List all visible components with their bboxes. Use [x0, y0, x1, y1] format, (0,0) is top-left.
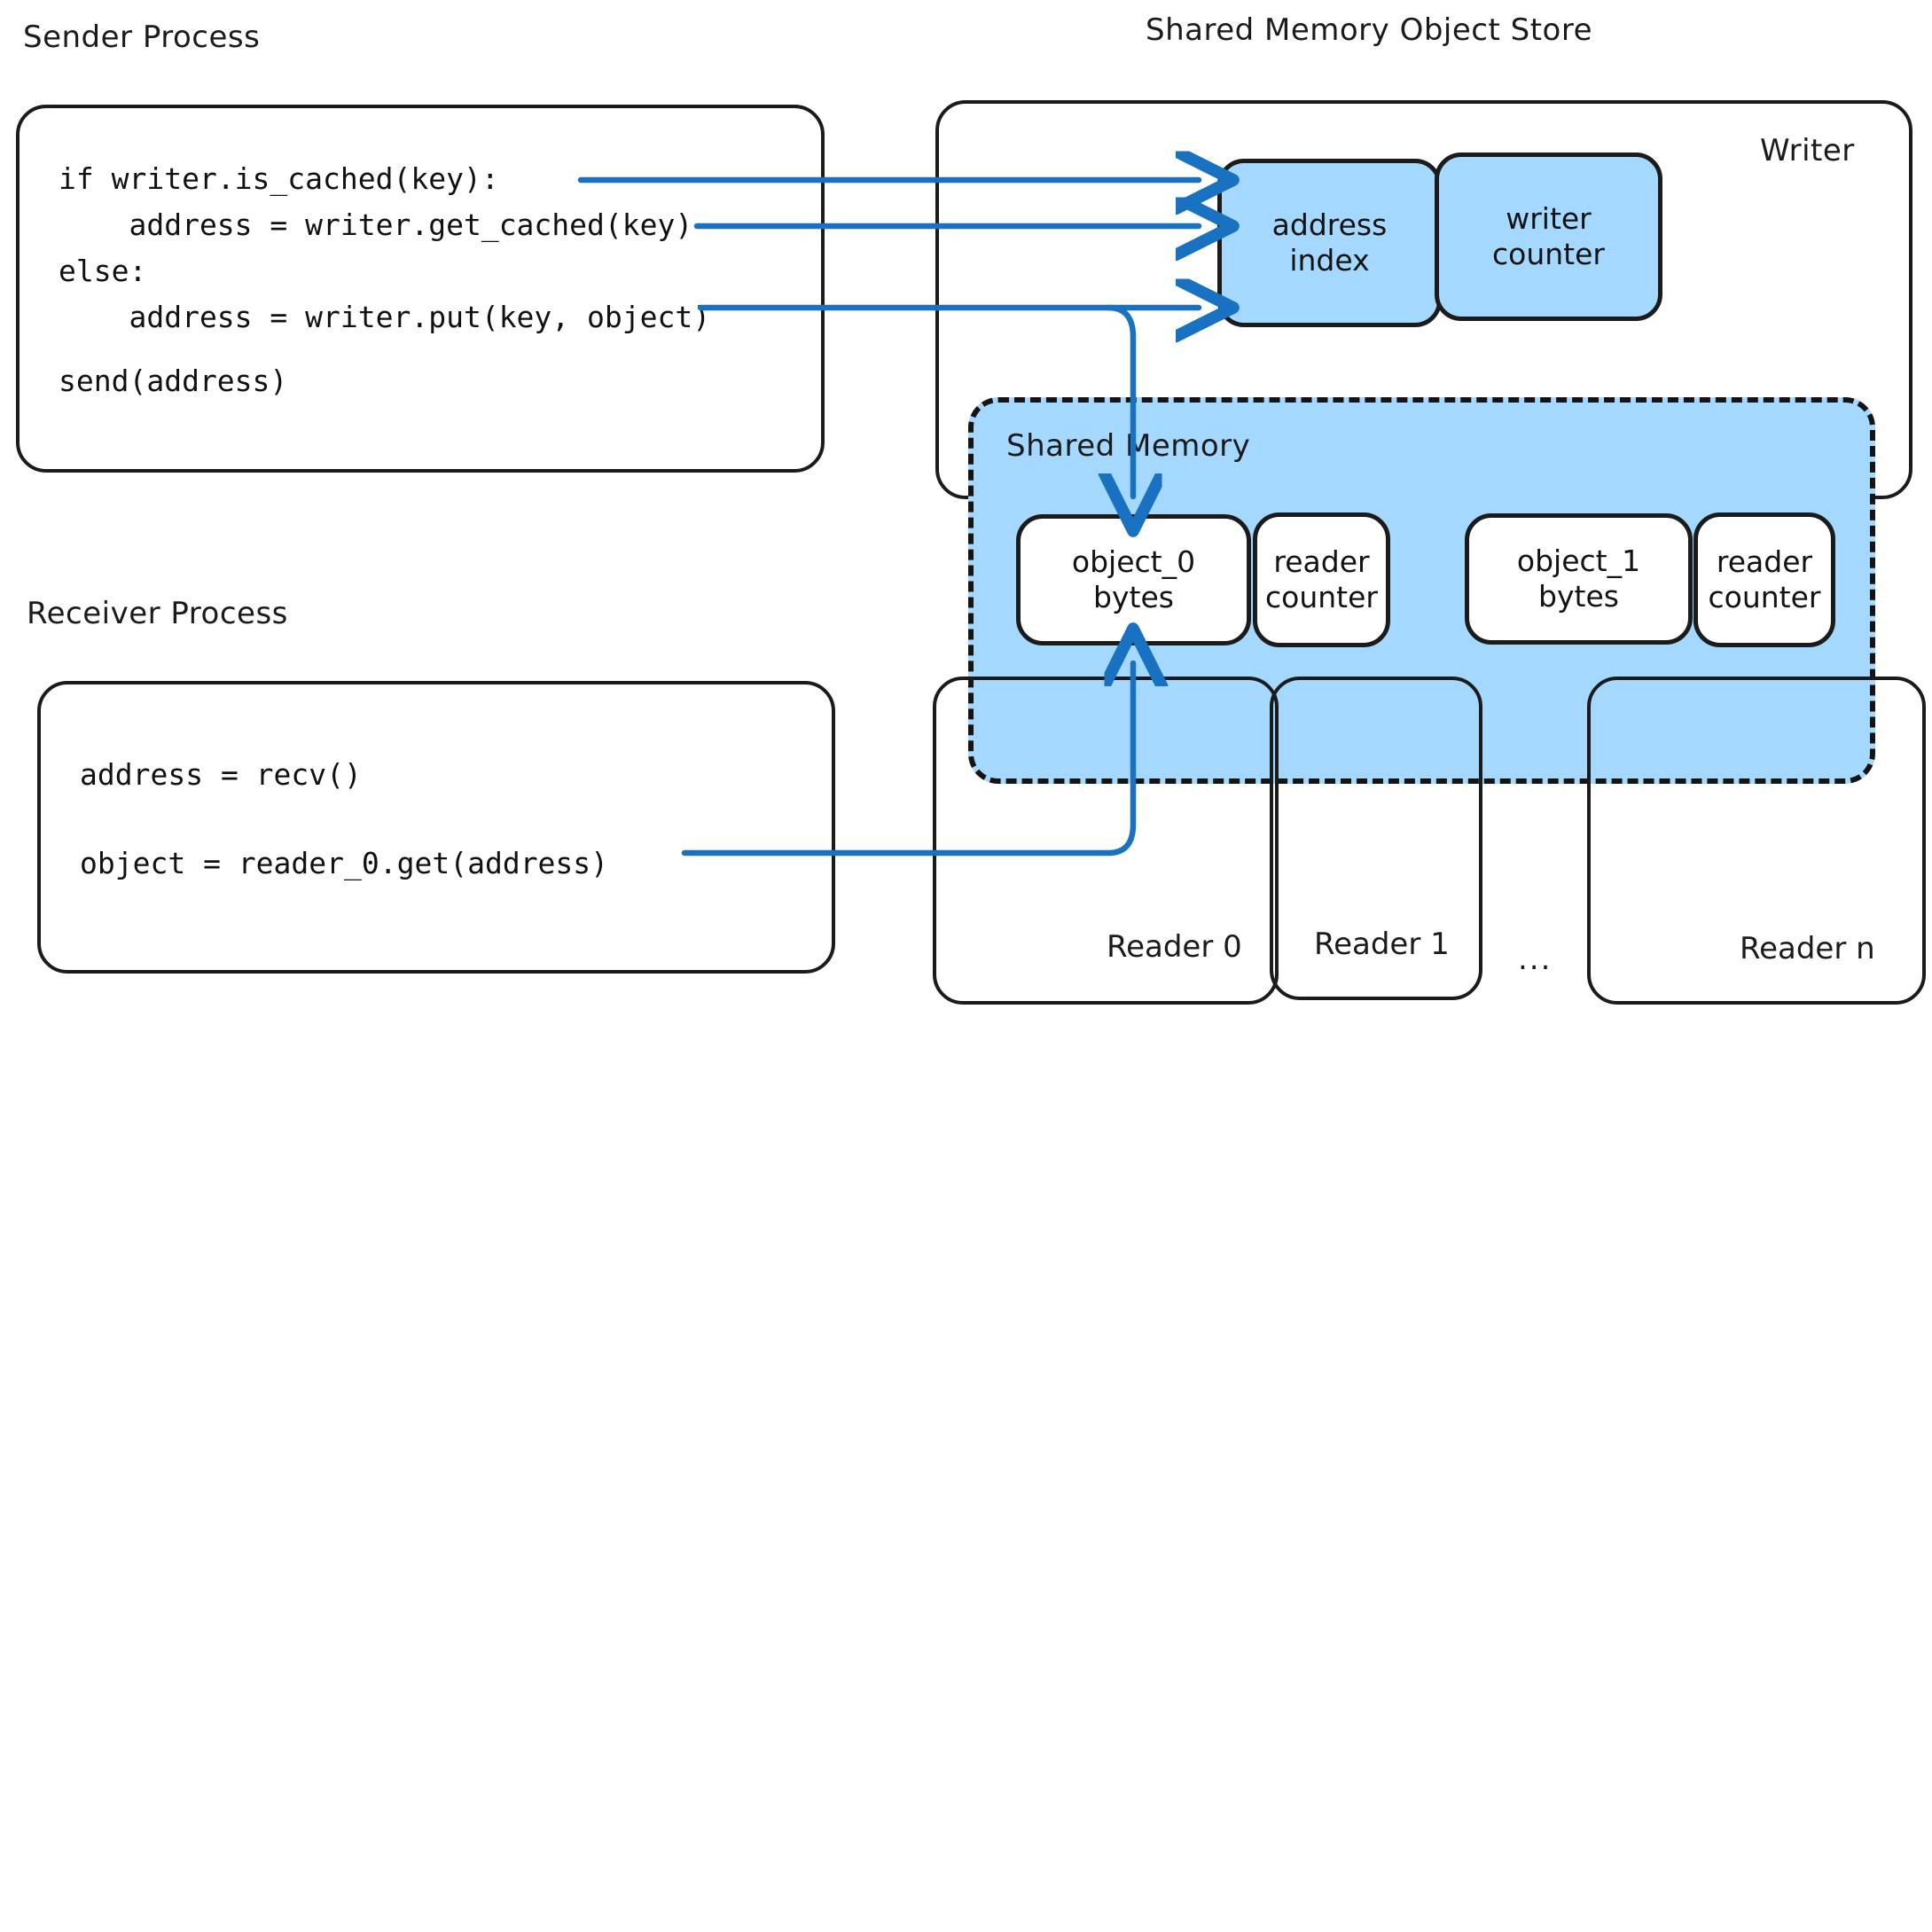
sender-process-box: if writer.is_cached(key): address = writ… — [16, 105, 825, 473]
reader-label-n: Reader n — [1740, 931, 1875, 966]
sender-code-line-1: address = writer.get_cached(key) — [59, 207, 693, 242]
reader-label-1: Reader 1 — [1314, 927, 1450, 962]
sender-code-line-0: if writer.is_cached(key): — [59, 161, 499, 196]
readers-ellipsis: ... — [1518, 942, 1553, 977]
sender-process-heading: Sender Process — [23, 20, 261, 55]
receiver-code-line-0: address = recv() — [80, 757, 362, 792]
sender-code-line-5: send(address) — [59, 364, 288, 398]
sender-code-line-3: address = writer.put(key, object) — [59, 300, 711, 334]
shared-memory-label: Shared Memory — [1006, 428, 1251, 464]
reader-box-1 — [1270, 677, 1482, 1000]
receiver-code-line-1: object = reader_0.get(address) — [80, 846, 609, 880]
reader-label-0: Reader 0 — [1107, 929, 1242, 965]
writer-label: Writer — [1760, 133, 1855, 168]
receiver-process-heading: Receiver Process — [27, 596, 288, 631]
sender-code-line-2: else: — [59, 254, 147, 288]
receiver-process-box: address = recv() object = reader_0.get(a… — [37, 681, 835, 974]
reader-box-n — [1587, 677, 1926, 1005]
shared-memory-object-store-heading: Shared Memory Object Store — [1146, 12, 1592, 48]
